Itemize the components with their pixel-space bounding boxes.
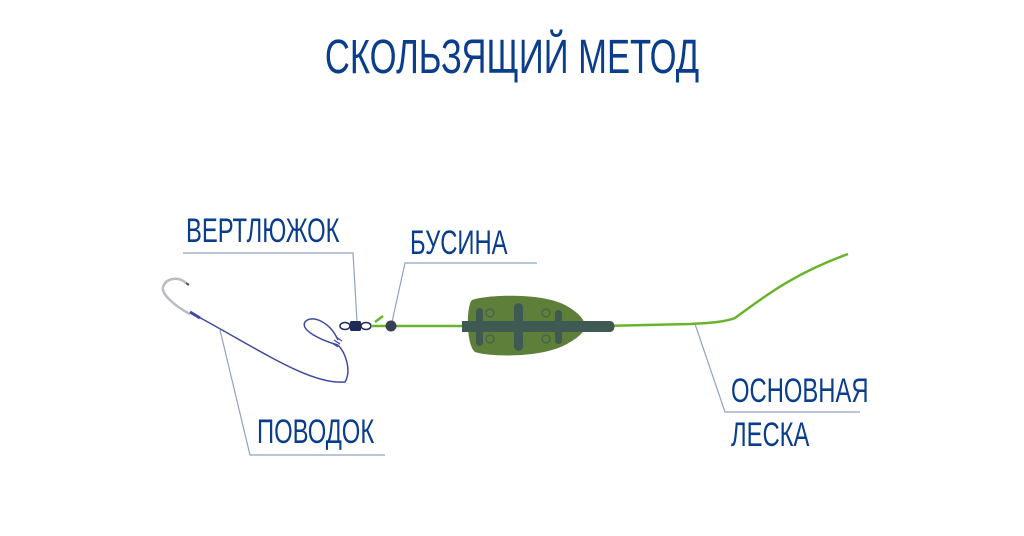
swivel-icon: [339, 321, 372, 331]
swivel-callout-line: [183, 252, 358, 323]
main-line: [371, 252, 849, 328]
swivel-label: ВЕРТЛЮЖОК: [186, 212, 340, 250]
main-line-callout-line: [694, 323, 860, 413]
main-line-label-line2: ЛЕСКА: [731, 416, 810, 454]
bead-callout-line: [391, 262, 537, 323]
leader-callout-line: [219, 329, 385, 456]
bead-label: БУСИНА: [410, 224, 508, 262]
bead-icon: [385, 320, 397, 332]
callout-lines: [183, 252, 860, 456]
leader-line: [194, 314, 349, 383]
main-line-label-line1: ОСНОВНАЯ: [731, 372, 869, 410]
feeder-icon: [462, 295, 615, 356]
hook-icon: [161, 277, 201, 320]
leader-label: ПОВОДОК: [257, 413, 375, 451]
diagram-title: СКОЛЬЗЯЩИЙ МЕТОД: [324, 31, 700, 84]
